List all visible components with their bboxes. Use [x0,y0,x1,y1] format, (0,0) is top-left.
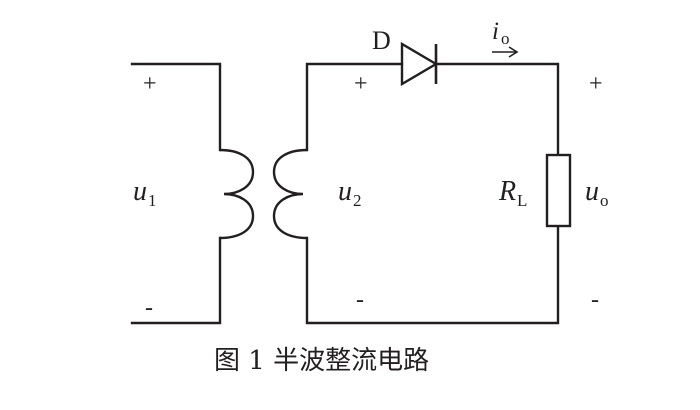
secondary-plus-sign: + [354,71,368,97]
load-label: R [498,176,516,207]
primary-top-wire [130,62,222,152]
load-label-sub: L [517,191,527,210]
output-plus-sign: + [589,71,603,97]
primary-bottom-wire [130,236,222,325]
secondary-bottom-wire [305,224,560,325]
secondary-minus-sign: - [356,287,364,313]
primary-minus-sign: - [145,295,153,321]
current-arrow-icon [492,46,519,58]
primary-voltage-label: u [133,176,147,207]
current-label-sub: o [501,29,510,48]
output-minus-sign: - [591,287,599,313]
diode-label: D [372,26,391,55]
output-voltage-label: u [585,176,599,207]
current-label: i [492,18,499,45]
primary-plus-sign: + [143,71,157,97]
output-top-wire [434,62,560,157]
secondary-coil [272,148,308,240]
primary-voltage-sub: 1 [148,191,157,210]
diode-symbol [400,41,439,87]
secondary-voltage-label: u [338,176,352,207]
primary-coil [219,148,255,240]
output-voltage-sub: o [600,191,609,210]
secondary-top-wire [305,62,404,152]
secondary-voltage-sub: 2 [353,191,362,210]
figure-caption: 图 1 半波整流电路 [214,346,429,376]
load-resistor [545,153,572,228]
